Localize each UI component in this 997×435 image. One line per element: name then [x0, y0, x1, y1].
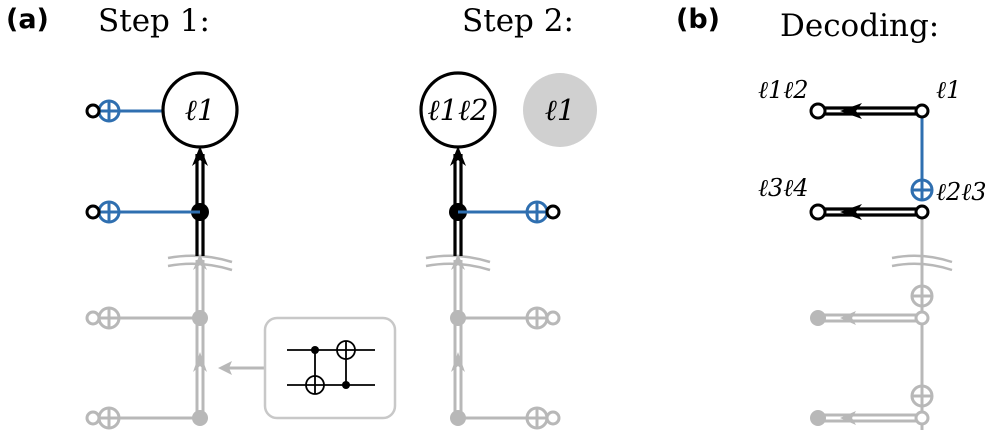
cut-mark: [425, 254, 491, 272]
gray-xor-icon: [910, 284, 934, 326]
blue-xor-icon: [525, 200, 549, 224]
gray-arrow-left: [218, 361, 232, 375]
gray-xor-icon: [85, 406, 121, 430]
step2-diagram: ℓ1ℓ2 ℓ1: [419, 71, 597, 430]
blue-xor-icon: [97, 200, 121, 224]
gray-control-dot: [450, 310, 466, 326]
logical-node: [419, 71, 497, 149]
terminal-circle: [809, 102, 827, 120]
arrow-left: [840, 103, 862, 119]
gray-xor-icon: [910, 384, 934, 426]
gray-arrow-up: [193, 254, 207, 270]
gray-xor-icon: [525, 406, 561, 430]
step1-node-label: ℓ1: [185, 93, 216, 127]
cut-mark: [891, 254, 953, 272]
step1-diagram: ℓ1: [85, 71, 239, 430]
gray-control-dot: [192, 310, 208, 326]
gray-control-dot: [810, 410, 826, 426]
gray-control-dot: [810, 310, 826, 326]
terminal-circle: [85, 204, 101, 220]
gray-arrow-up: [193, 352, 207, 372]
blue-xor-icon: [910, 178, 934, 202]
arrow-left: [840, 204, 862, 220]
step2-title: Step 2:: [462, 3, 574, 39]
gray-arrow-up: [451, 254, 465, 270]
step2-node-label: ℓ1ℓ2: [427, 93, 488, 127]
arrow-up: [192, 146, 208, 166]
gray-control-dot: [450, 410, 466, 426]
panel-a-label: (a): [6, 4, 49, 35]
arrow-up: [450, 146, 466, 166]
label-top-right: ℓ1: [936, 76, 961, 104]
panel-b-label: (b): [676, 4, 720, 35]
terminal-circle: [545, 204, 561, 220]
gray-xor-icon: [525, 306, 561, 330]
faded-node: [523, 73, 597, 147]
label-top-left: ℓ1ℓ2: [758, 76, 809, 104]
gray-arrow-left: [840, 411, 856, 425]
step1-title: Step 1:: [98, 3, 210, 39]
label-mid-left: ℓ3ℓ4: [758, 174, 809, 202]
cut-mark: [167, 254, 233, 272]
label-mid-right: ℓ2ℓ3: [936, 178, 987, 206]
gray-control-dot: [192, 410, 208, 426]
decoding-title: Decoding:: [780, 8, 939, 44]
gray-arrow-left: [840, 311, 856, 325]
terminal-circle: [809, 203, 827, 221]
blue-xor-icon: [97, 99, 121, 123]
terminal-circle: [914, 204, 930, 220]
gray-xor-icon: [85, 306, 121, 330]
terminal-circle: [85, 103, 101, 119]
terminal-circle: [914, 103, 930, 119]
decoding-diagram: ℓ1ℓ2 ℓ1 ℓ3ℓ4 ℓ2ℓ3: [758, 76, 987, 430]
logical-node: [161, 71, 239, 149]
circuit-inset: [218, 316, 397, 420]
gray-arrow-up: [451, 352, 465, 372]
step2-faded-node-label: ℓ1: [545, 93, 576, 127]
